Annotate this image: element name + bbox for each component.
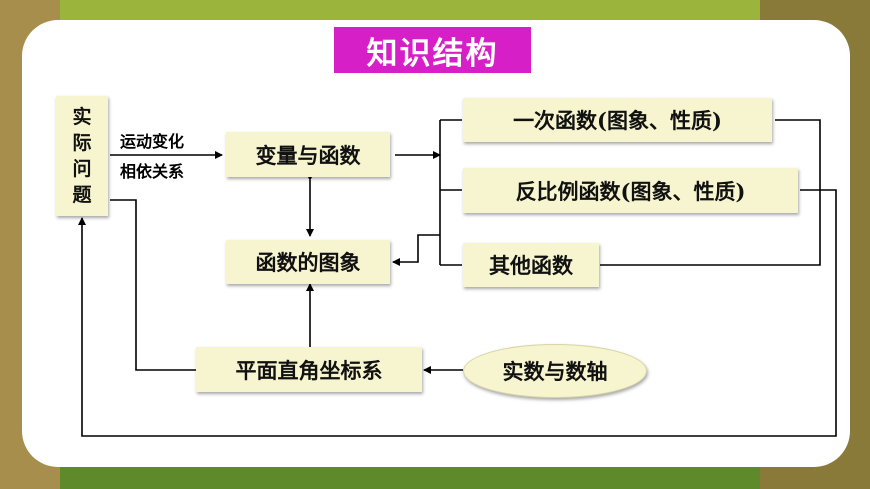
slide-title: 知识结构 <box>334 27 531 73</box>
practical-char-3: 问 <box>72 158 92 180</box>
node-variables-functions: 变量与函数 <box>226 132 390 177</box>
practical-char-4: 题 <box>72 184 92 206</box>
edge-linear-other-loop <box>600 119 821 266</box>
node-practical-problem: 实 际 问 题 <box>56 96 108 216</box>
practical-char-1: 实 <box>72 106 92 128</box>
node-coordinate-system: 平面直角坐标系 <box>196 347 422 392</box>
node-inverse-function: 反比例函数(图象、性质) <box>463 168 798 213</box>
label-motion-change: 运动变化 <box>120 132 185 151</box>
node-real-number-line: 实数与数轴 <box>463 344 647 398</box>
content-panel <box>22 20 850 467</box>
node-function-graph: 函数的图象 <box>226 240 390 284</box>
label-dependency: 相依关系 <box>120 162 185 181</box>
edge-practical-to-coordinate <box>110 199 196 371</box>
edge-branch-to-graph <box>392 234 440 266</box>
edge-inverse-to-practical <box>78 189 837 437</box>
node-other-functions: 其他函数 <box>463 243 599 287</box>
node-linear-function: 一次函数(图象、性质) <box>463 98 772 142</box>
practical-char-2: 际 <box>72 132 92 154</box>
